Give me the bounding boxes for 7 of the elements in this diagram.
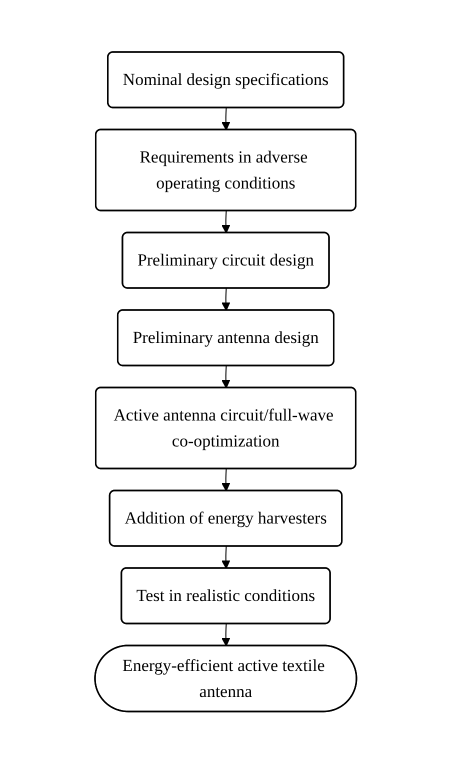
arrow <box>222 546 231 569</box>
arrow <box>222 288 231 311</box>
arrow <box>222 107 231 130</box>
arrow <box>222 623 231 646</box>
arrow <box>222 210 231 234</box>
arrow <box>222 468 231 492</box>
arrow <box>222 365 231 388</box>
